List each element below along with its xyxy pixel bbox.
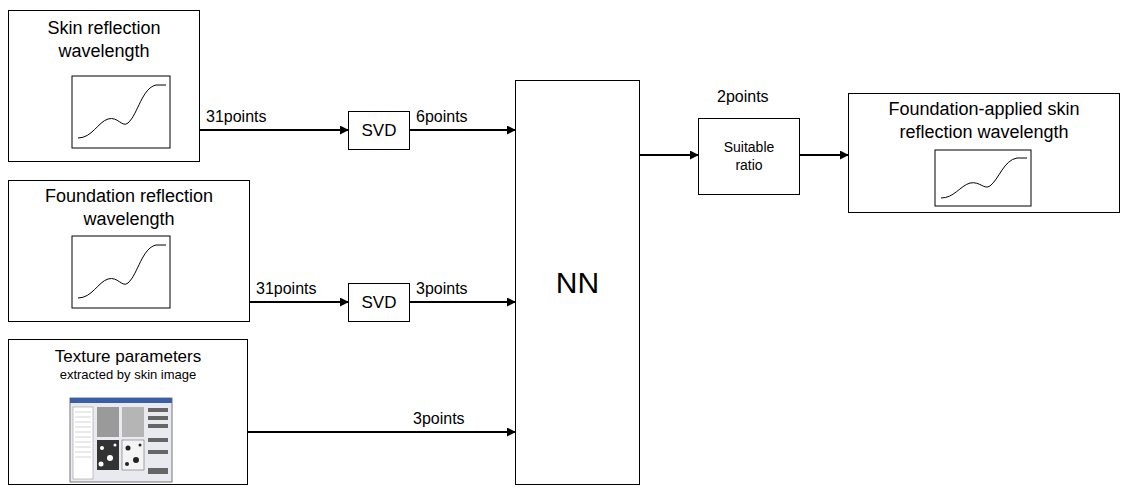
box-text: SVD [362, 120, 397, 141]
point-count-label: 3points [412, 410, 466, 428]
point-count-label: 31points [205, 108, 268, 126]
process-box: Skin reflection wavelength [8, 10, 200, 162]
process-box: NN [515, 80, 640, 485]
arrow-connector [250, 301, 348, 303]
texture-screenshot [70, 398, 172, 482]
process-box: SVD [348, 111, 410, 150]
point-count-label: 2points [716, 88, 770, 106]
arrow-connector [248, 431, 515, 433]
arrow-connector [800, 154, 848, 156]
arrow-connector [410, 301, 515, 303]
process-box: SVD [348, 283, 410, 322]
arrow-connector [200, 129, 348, 131]
skin-chart [72, 76, 170, 148]
box-text: Foundation-applied skin reflection wavel… [853, 98, 1115, 143]
arrow-connector [410, 129, 515, 131]
process-box: Texture parametersextracted by skin imag… [8, 339, 248, 485]
output-chart [935, 150, 1031, 206]
foundation-chart [72, 236, 170, 308]
box-text: Suitable ratio [713, 139, 785, 174]
box-text: NN [556, 264, 599, 302]
process-box: Foundation-applied skin reflection wavel… [848, 93, 1120, 213]
box-text: Skin reflection wavelength [14, 17, 194, 62]
process-box: Foundation reflection wavelength [8, 180, 250, 322]
point-count-label: 31points [255, 280, 318, 298]
box-text: Texture parameters [55, 346, 201, 367]
box-text: SVD [362, 292, 397, 313]
point-count-label: 3points [415, 280, 469, 298]
box-text: extracted by skin image [60, 367, 197, 383]
point-count-label: 6points [415, 108, 469, 126]
box-text: Foundation reflection wavelength [14, 185, 244, 230]
arrow-connector [640, 154, 698, 156]
process-box: Suitable ratio [698, 118, 800, 195]
